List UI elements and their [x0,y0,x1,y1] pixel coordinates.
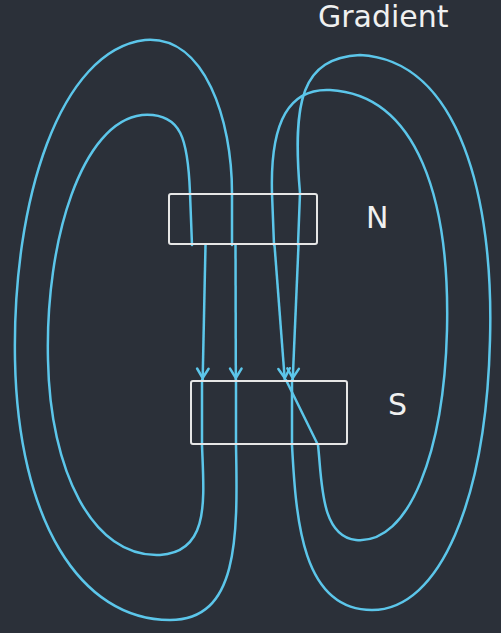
field-line [293,245,299,380]
field-line-arrow [197,245,208,380]
field-line [275,245,285,380]
field-line [203,245,206,380]
field-line-arrow [230,245,241,380]
arrowhead [230,369,241,378]
field-line-arrow [275,245,290,380]
field-line [15,40,237,620]
pole-label: N [366,203,388,233]
field-line [234,245,237,380]
field-line-arrow [287,245,298,380]
field-line [48,115,203,555]
arrowhead [287,368,298,378]
magnet-pole-box: S [190,380,348,445]
title: Gradient [318,2,449,32]
pole-label: S [388,390,407,420]
arrowhead [197,369,208,378]
field-line [292,55,490,610]
magnet-pole-box: N [168,193,318,245]
